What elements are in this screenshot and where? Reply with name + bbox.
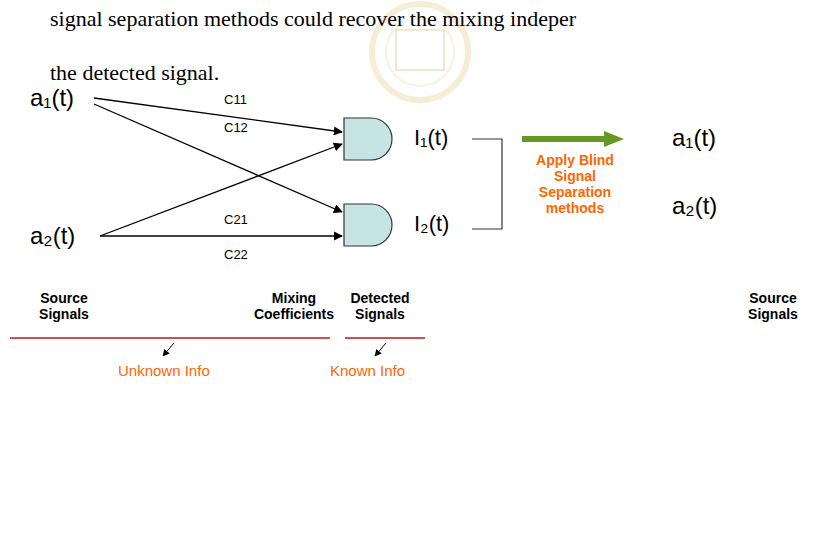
body-text: signal separation methods could recover … [50, 6, 576, 31]
coefficient-label: C21 [222, 213, 250, 228]
info-label: Unknown Info [118, 362, 210, 379]
info-label: Known Info [330, 362, 405, 379]
bracket [472, 139, 502, 229]
mixing-line [100, 144, 342, 236]
signal-name: a₂(t) [672, 192, 717, 220]
mixing-line [100, 235, 342, 236]
group-label: Source Signals [738, 290, 808, 322]
signal-name: a₁(t) [30, 84, 74, 112]
mixing-lines [94, 98, 342, 236]
method-label: Apply Blind Signal Separation methods [520, 152, 630, 216]
body-text: the detected signal. [50, 60, 219, 85]
coefficient-label: C22 [222, 248, 250, 263]
group-label: Detected Signals [340, 290, 420, 322]
detector: I₁(t) [343, 117, 453, 161]
coefficient-label: C12 [222, 121, 250, 136]
detector: I₂(t) [343, 203, 454, 247]
group-label: Source Signals [24, 290, 104, 322]
coefficient-label: C11 [222, 93, 249, 108]
underline [10, 337, 330, 339]
mixing-line [94, 98, 342, 132]
detected-signal-name: I₂(t) [414, 211, 449, 237]
leader-line [163, 343, 174, 356]
apply-arrow [522, 131, 624, 147]
signal-name: a₁(t) [672, 124, 716, 152]
signal-name: a₂(t) [30, 222, 75, 250]
detector-symbol [343, 117, 394, 161]
leader-line [375, 343, 386, 356]
underline [345, 337, 425, 339]
group-label: Mixing Coefficients [244, 290, 344, 322]
detected-signal-name: I₁(t) [414, 125, 448, 151]
detector-symbol [343, 203, 394, 247]
